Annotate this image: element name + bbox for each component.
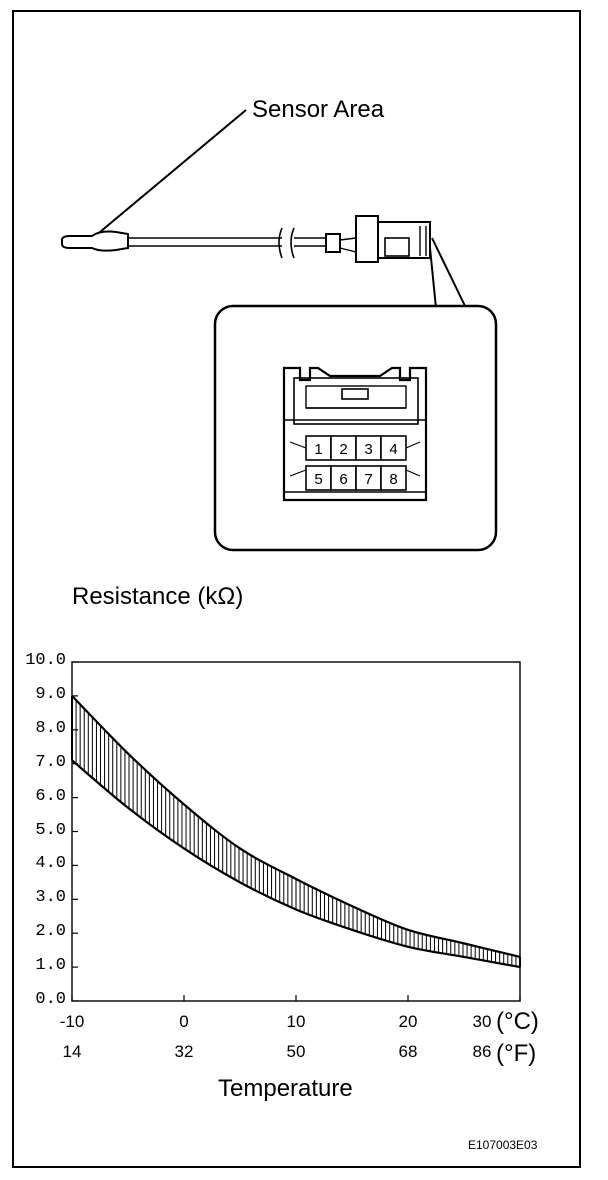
pin-label-2: 2 — [339, 441, 347, 458]
cable-break-right — [290, 227, 295, 259]
x-tick-label-f: 32 — [174, 1042, 194, 1061]
temperature-axis-title: Temperature — [218, 1075, 353, 1102]
x-tick-label-f: 14 — [62, 1042, 82, 1061]
pin-label-5: 5 — [314, 471, 322, 488]
wire-2 — [339, 247, 357, 253]
cable-grommet — [325, 233, 341, 253]
pin-label-4: 4 — [389, 441, 397, 458]
y-tick-label: 9.0 — [35, 684, 66, 704]
pin-box-3 — [355, 435, 382, 461]
y-tick-label: 8.0 — [35, 718, 66, 738]
pin-box-2 — [330, 435, 357, 461]
pin-label-7: 7 — [364, 471, 372, 488]
x-tick-label-f: 50 — [286, 1042, 306, 1061]
x-tick-label-c: 30 — [472, 1012, 492, 1031]
x-tick-label-f: 86 — [472, 1042, 492, 1061]
wire-1 — [339, 237, 357, 241]
pin-box-1 — [305, 435, 332, 461]
resistance-axis-title: Resistance (kΩ) — [72, 583, 244, 610]
pin-label-8: 8 — [389, 471, 397, 488]
y-tick-label: 0.0 — [35, 990, 66, 1009]
connector-latch — [384, 237, 410, 257]
y-tick-label: 7.0 — [35, 752, 66, 772]
pin-label-1: 1 — [314, 441, 322, 458]
sensor-tip — [61, 230, 129, 252]
pin-label-6: 6 — [339, 471, 347, 488]
reference-code: E107003E03 — [468, 1138, 538, 1152]
y-tick-label: 6.0 — [35, 786, 66, 806]
callout-line-right — [431, 237, 467, 309]
sensor-area-label: Sensor Area — [252, 96, 385, 123]
callout-line-left — [429, 247, 437, 309]
x-tick-label-c: -10 — [59, 1012, 85, 1031]
pin-box-8 — [380, 465, 407, 491]
x-tick-label-f: 68 — [398, 1042, 418, 1061]
y-tick-label: 4.0 — [35, 854, 66, 874]
x-tick-label-c: 20 — [398, 1012, 418, 1031]
connector-rear — [355, 215, 379, 263]
pin-box-4 — [380, 435, 407, 461]
y-tick-label: 3.0 — [35, 888, 66, 908]
unit-celsius: (°C) — [496, 1008, 539, 1035]
y-tick-label: 1.0 — [35, 956, 66, 976]
x-tick-label-c: 0 — [179, 1012, 189, 1031]
sensor-leader-line — [99, 109, 247, 233]
y-tick-label: 2.0 — [35, 922, 66, 942]
x-tick-label-c: 10 — [286, 1012, 306, 1031]
pin-box-5 — [305, 465, 332, 491]
y-tick-label: 10.0 — [25, 651, 66, 670]
y-tick-label: 5.0 — [35, 820, 66, 840]
figure-frame — [12, 10, 581, 1168]
unit-fahrenheit: (°F) — [496, 1040, 537, 1067]
cable-break-left — [278, 227, 283, 259]
pin-label-3: 3 — [364, 441, 372, 458]
